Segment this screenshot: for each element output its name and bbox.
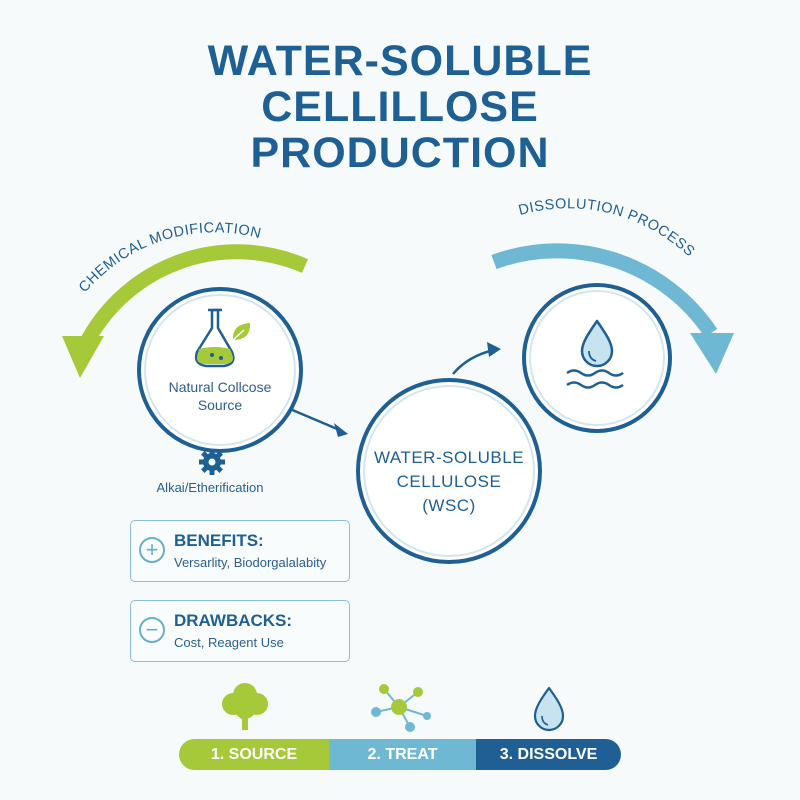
wsc-circle <box>356 378 542 564</box>
drawbacks-box: − DRAWBACKS: Cost, Reagent Use <box>130 600 350 662</box>
title-line-2: CELLILLOSE <box>261 83 539 131</box>
drawbacks-text: Cost, Reagent Use <box>174 635 284 650</box>
flask-leaf-icon <box>194 308 251 368</box>
source-label-line-1: Natural Collcose <box>168 379 272 395</box>
step-source: 1. SOURCE <box>179 739 329 770</box>
source-label-line-2: Source <box>197 397 243 413</box>
minus-icon: − <box>139 617 165 643</box>
source-circle-label: Natural Collcose Source <box>140 378 300 414</box>
step-dissolve: 3. DISSOLVE <box>476 739 621 770</box>
droplet-icon <box>533 686 565 732</box>
tree-icon <box>222 683 268 730</box>
title-line-1: WATER-SOLUBLE <box>207 37 593 85</box>
gear-icon <box>199 449 225 475</box>
chemical-modification-arrow <box>62 244 308 378</box>
arrow-to-dissolve <box>452 342 501 375</box>
dissolution-process-arrow <box>491 243 734 374</box>
step-treat: 2. TREAT <box>329 739 476 770</box>
steps-bar: 1. SOURCE 2. TREAT 3. DISSOLVE <box>179 739 621 770</box>
arrow-to-wsc <box>289 407 348 437</box>
molecule-icon <box>371 684 431 732</box>
source-circle <box>137 287 303 453</box>
wsc-label-line-1: WATER-SOLUBLE <box>373 448 525 467</box>
benefits-text: Versarlity, Biodorgalalabity <box>174 555 327 570</box>
plus-icon: + <box>139 537 165 563</box>
wsc-label-line-3: (WSC) <box>422 496 476 515</box>
water-drop-waves-icon <box>566 319 624 389</box>
wsc-circle-label: WATER-SOLUBLE CELLULOSE (WSC) <box>364 446 534 518</box>
title-line-3: PRODUCTION <box>250 129 550 177</box>
drawbacks-heading: DRAWBACKS: <box>174 611 293 630</box>
page-title: WATER-SOLUBLE CELLILLOSE PRODUCTION <box>0 38 800 176</box>
benefits-box: + BENEFITS: Versarlity, Biodorgalalabity <box>130 520 350 582</box>
wsc-label-line-2: CELLULOSE <box>396 472 502 491</box>
benefits-heading: BENEFITS: <box>174 531 264 550</box>
process-label: Alkai/Etherification <box>156 480 264 495</box>
